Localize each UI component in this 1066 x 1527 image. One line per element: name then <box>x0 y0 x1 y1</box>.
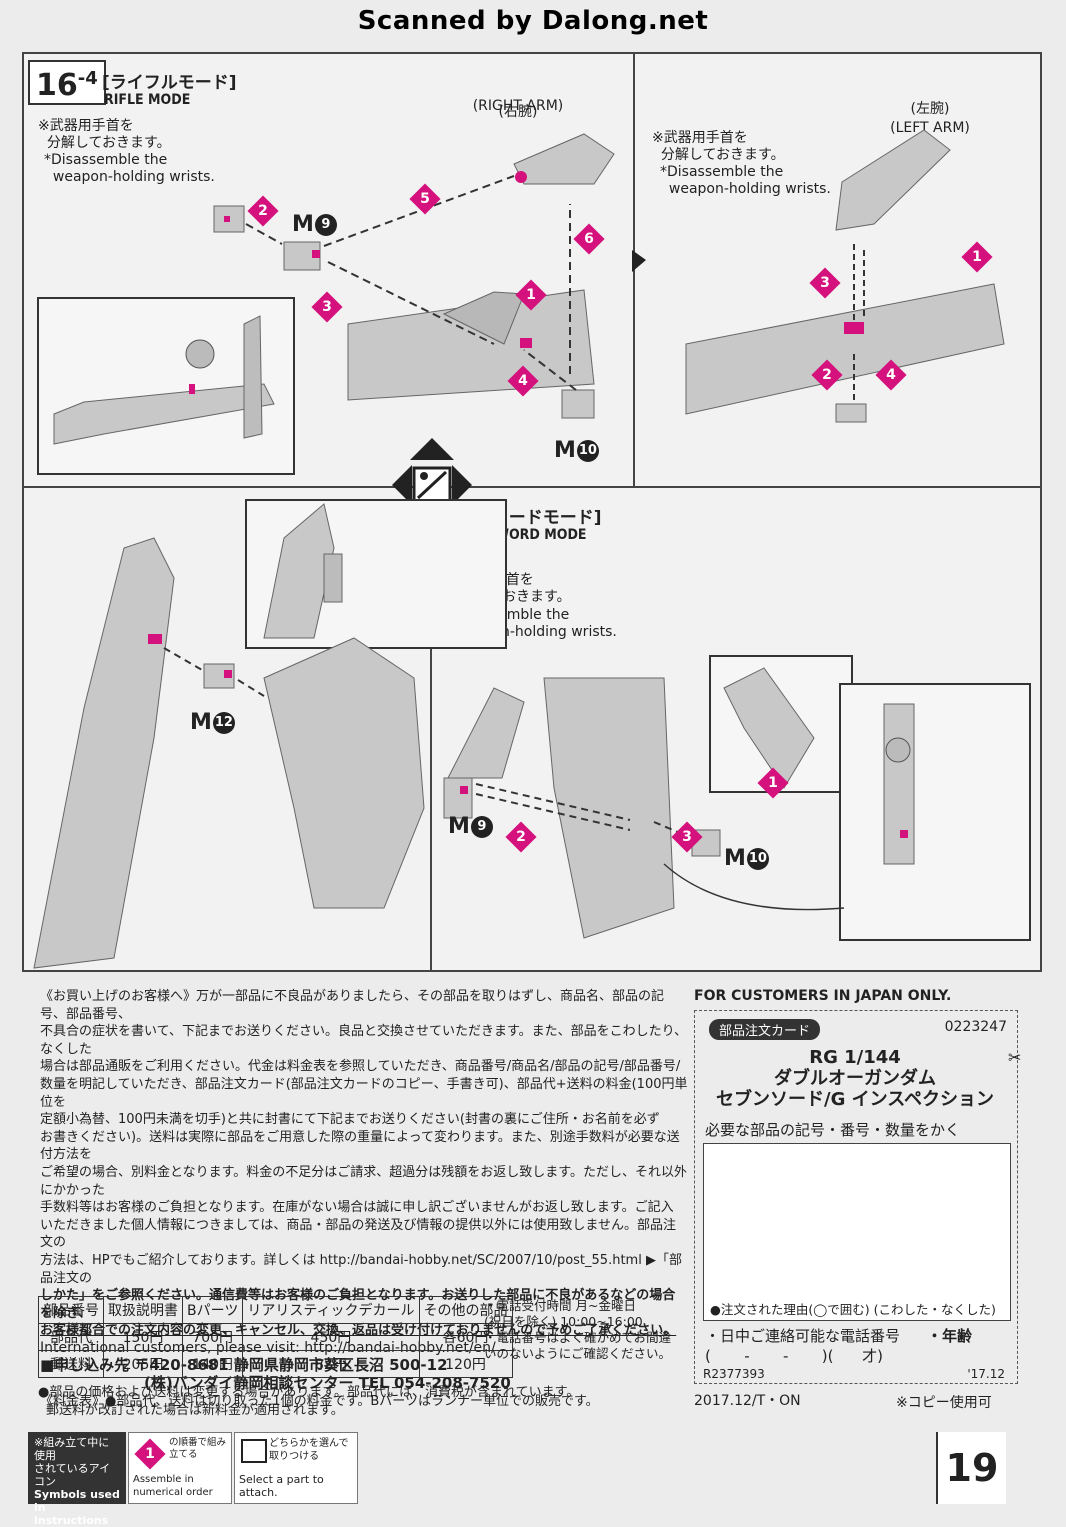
step-badge-3-rifle: 3 <box>311 291 343 323</box>
legend-numbered-en: Assemble in numerical order <box>133 1474 213 1498</box>
bottom-vertical-divider <box>430 488 432 970</box>
sword-title-en: SWORD MODE <box>486 527 587 543</box>
step-badge-1-left: 1 <box>961 241 993 273</box>
price-change-note: ●部品の価格および送料は変更する場合があります。部品代には、消費税が含まれていま… <box>38 1385 580 1418</box>
card-footer-left: 2017.12/T・ON <box>694 1393 801 1409</box>
step-badge-5-rifle: 5 <box>409 183 441 215</box>
table-row: 部品代 150円 700円 450円 各60円 <box>38 1323 513 1351</box>
right-arm-label-en: (RIGHT ARM) <box>448 96 588 114</box>
rifle-title-jp: [ライフルモード] <box>102 73 237 93</box>
card-field-label: 必要な部品の記号・番号・数量をかく <box>705 1121 961 1139</box>
card-age-label: ・年齢 <box>927 1327 973 1345</box>
right-arm-label-jp: (右腕) <box>498 104 538 120</box>
rifle-note2-en: *Disassemble the weapon-holding wrists. <box>660 164 831 197</box>
legend-select: どちらかを選んで取りつける Select a part to attach. <box>234 1432 358 1504</box>
rifle-note2-jp: ※武器用手首を 分解しておきます。 <box>652 130 785 163</box>
step-badge-2-rifle: 2 <box>247 195 279 227</box>
legend-numbered-jp: の順番で組み立てる <box>169 1437 227 1460</box>
step-badge-4-rifle: 4 <box>507 365 539 397</box>
step-badge-1-rifle: 1 <box>515 279 547 311</box>
right-arm-en: (RIGHT ARM) <box>472 98 564 114</box>
table-row: 郵送料 205円 140円 82円 120円 <box>38 1350 513 1378</box>
parts-order-card: 部品注文カード 0223247 RG 1/144 ダブルオーガンダム セブンソー… <box>694 1010 1018 1384</box>
card-r-code: R2377393 <box>703 1367 765 1381</box>
step-badge-4-left: 4 <box>875 359 907 391</box>
scissors-icon: ✂ <box>1008 1048 1022 1067</box>
step-number: 16-4 <box>28 60 106 105</box>
card-phone-label: ・日中ご連絡可能な電話番号 <box>705 1327 901 1345</box>
horizontal-divider <box>24 486 1040 488</box>
legend-select-jp: どちらかを選んで取りつける <box>269 1438 349 1462</box>
rifle-title-en: RIFLE MODE <box>104 92 191 108</box>
card-header: FOR CUSTOMERS IN JAPAN ONLY. <box>694 988 952 1004</box>
card-year: '17.12 <box>967 1367 1005 1381</box>
step-badge-2-sword: 2 <box>505 821 537 853</box>
left-arm-label-jp: (左腕) <box>910 101 950 117</box>
page-number: 19 <box>936 1432 1006 1504</box>
rifle-note-en: *Disassemble the weapon-holding wrists. <box>44 152 215 185</box>
card-reason: ●注文された理由(◯で囲む) (こわした・なくした) <box>710 1302 996 1317</box>
step-badge-3-left: 3 <box>809 267 841 299</box>
left-arm-label-en: (LEFT ARM) <box>890 120 970 136</box>
legend-numbered: 1 の順番で組み立てる Assemble in numerical order <box>128 1432 232 1504</box>
sword-title-jp: [ソードモード] <box>484 508 602 528</box>
sword-mode-illustration <box>33 499 1031 969</box>
step-main: 16 <box>36 68 78 103</box>
rifle-mode-illustration <box>37 129 1005 475</box>
card-parts-field[interactable]: ●注文された理由(◯で囲む) (こわした・なくした) <box>703 1143 1011 1321</box>
card-code: 0223247 <box>944 1019 1007 1035</box>
legend-title: ※組み立て中に使用 されているアイコン Symbols used in inst… <box>28 1432 126 1527</box>
price-table: 部品番号 取扱説明書 Bパーツ リアリスティックデカール その他の部品 部品代 … <box>38 1296 513 1378</box>
select-part-icon <box>392 438 472 532</box>
step-sub: 4 <box>85 68 98 89</box>
price-table-header: 部品番号 取扱説明書 Bパーツ リアリスティックデカール その他の部品 <box>38 1296 513 1324</box>
watermark: Scanned by Dalong.net <box>357 6 709 36</box>
step-badge-1-sword: 1 <box>757 767 789 799</box>
card-tag: 部品注文カード <box>709 1019 821 1040</box>
phone-hours-note: ・電話受付時間 月~金曜日 (祝日を除く) 10:00~16:00 ・電話番号は… <box>484 1298 672 1361</box>
step-badge-3-sword: 3 <box>671 821 703 853</box>
card-footer-right: ※コピー使用可 <box>896 1395 992 1411</box>
rifle-note-jp: ※武器用手首を 分解しておきます。 <box>38 118 171 151</box>
legend-badge-icon: 1 <box>134 1438 166 1470</box>
step-badge-2-left: 2 <box>811 359 843 391</box>
step-badge-6-rifle: 6 <box>573 223 605 255</box>
select-icon <box>241 1439 267 1463</box>
card-phone-field[interactable]: ( - - )( 才) <box>705 1347 883 1365</box>
card-product-name: RG 1/144 ダブルオーガンダム セブンソード/G インスペクション <box>716 1047 994 1110</box>
legend-select-en: Select a part to attach. <box>239 1473 324 1499</box>
